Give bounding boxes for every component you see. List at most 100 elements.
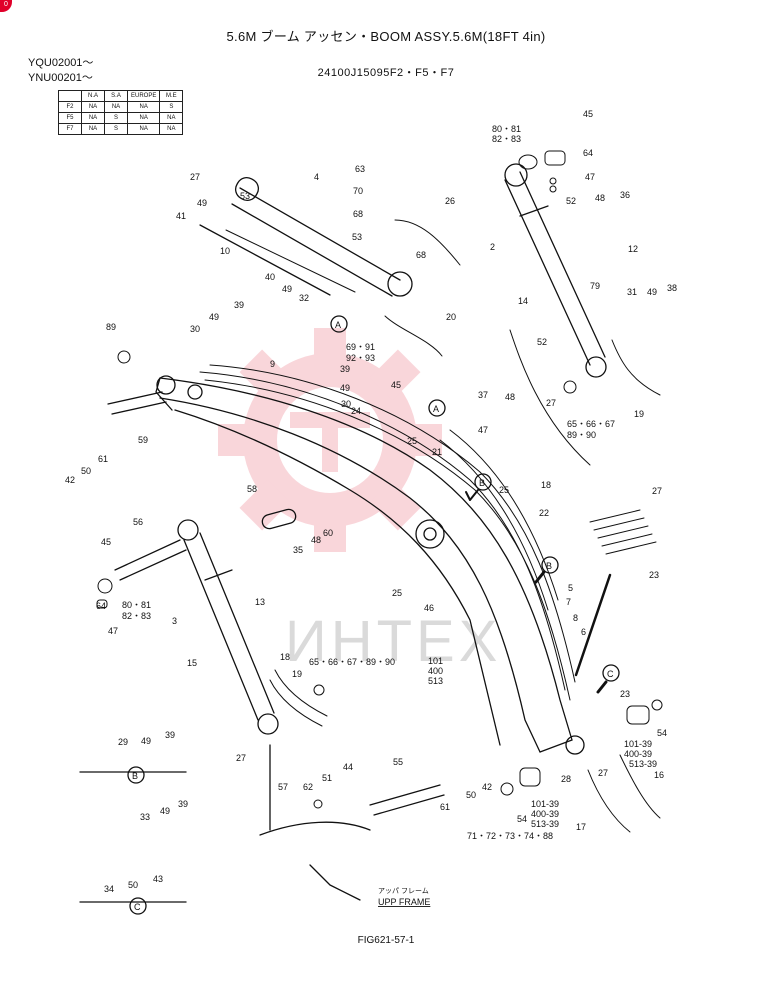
callout: 41: [176, 211, 186, 221]
callout: 13: [255, 597, 265, 607]
callout: 5: [568, 583, 573, 593]
ref-a-circle: [330, 315, 348, 333]
callout: 47: [585, 172, 595, 182]
callout: 513: [428, 676, 443, 686]
callout: 17: [576, 822, 586, 832]
callout: 54: [657, 728, 667, 738]
callout: 49: [160, 806, 170, 816]
callout: 4: [314, 172, 319, 182]
table-cell: NA: [159, 123, 184, 135]
callout: 54: [517, 814, 527, 824]
callout: 79: [590, 281, 600, 291]
detail-b-label: B: [132, 771, 138, 781]
callout: 61: [440, 802, 450, 812]
detail-b-circle: [127, 766, 145, 784]
callout: 30: [190, 324, 200, 334]
callout: 55: [393, 757, 403, 767]
fitting-cluster-23: [574, 509, 657, 677]
callout: 68: [416, 250, 426, 260]
figure-number: FIG621-57-1: [357, 935, 415, 946]
ref-a-label: A: [433, 404, 439, 414]
callout: 19: [292, 669, 302, 679]
callout: 42: [65, 475, 75, 485]
callout: 80・81: [492, 124, 521, 134]
callout: 82・83: [492, 134, 521, 144]
callout: 101-39: [624, 739, 652, 749]
callout: 27: [546, 398, 556, 408]
corner-badge: 0: [0, 0, 12, 12]
callout: 64: [583, 148, 593, 158]
callout: 21: [432, 447, 442, 457]
callout: 48: [595, 193, 605, 203]
callout: 46: [424, 603, 434, 613]
callout: 7: [566, 597, 571, 607]
callout: 71・72・73・74・88: [467, 831, 553, 841]
callout: 82・83: [122, 611, 151, 621]
callout: 513-39: [629, 759, 657, 769]
callout: 34: [104, 884, 114, 894]
callout: 47: [108, 626, 118, 636]
callout: 65・66・67・89・90: [309, 657, 395, 667]
boom-cylinder-3: [177, 519, 279, 735]
table-cell: NA: [81, 123, 105, 135]
upper-frame-label: UPP FRAME: [378, 897, 430, 907]
ref-c-label: C: [607, 669, 614, 679]
boom-cylinder-2: [504, 163, 607, 378]
callout: 24: [351, 406, 361, 416]
callout: 58: [247, 484, 257, 494]
reference-letters: A A B B C B C: [132, 320, 614, 912]
boom-hoses: [199, 364, 576, 701]
callout: 513-39: [531, 819, 559, 829]
callout: 39: [234, 300, 244, 310]
callout: 42: [482, 782, 492, 792]
small-parts: [96, 150, 663, 809]
callout: 59: [138, 435, 148, 445]
callout: 63: [355, 164, 365, 174]
callout: 39: [165, 730, 175, 740]
callout: 3: [172, 616, 177, 626]
detail-c-label: C: [134, 902, 141, 912]
callout: 23: [649, 570, 659, 580]
callout: 39: [340, 364, 350, 374]
callout: 45: [101, 537, 111, 547]
callout: 89: [106, 322, 116, 332]
callout: 27: [236, 753, 246, 763]
callout: 50: [128, 880, 138, 890]
callout: 44: [343, 762, 353, 772]
callout: 25: [392, 588, 402, 598]
callout: 23: [620, 689, 630, 699]
callout: 40: [265, 272, 275, 282]
callout: 64: [96, 601, 106, 611]
callout: 19: [634, 409, 644, 419]
callout: 25: [407, 436, 417, 446]
arm-cylinder-4: [199, 176, 413, 297]
callout: 62: [303, 782, 313, 792]
callout: 50: [81, 466, 91, 476]
callout: 35: [293, 545, 303, 555]
ref-b-label: B: [546, 561, 552, 571]
callout-labels: 45 80・81 82・83 64 47 48 36 52 12 2 27 4 …: [65, 109, 677, 894]
callout: 15: [187, 658, 197, 668]
ref-b-circle: [474, 473, 492, 491]
variant-table: N.A S.A EUROPE M.E F2 NA NA NA S F5 NA S…: [58, 90, 184, 135]
callout: 9: [270, 359, 275, 369]
callout: 70: [353, 186, 363, 196]
serial-range-1: YQU02001～: [28, 57, 94, 69]
callout: 12: [628, 244, 638, 254]
ref-b-circle: [541, 556, 559, 574]
part-number: 24100J15095F2・F5・F7: [317, 67, 455, 79]
callout: 18: [541, 480, 551, 490]
callout: 49: [647, 287, 657, 297]
callout: 45: [583, 109, 593, 119]
callout: 27: [652, 486, 662, 496]
callout: 61: [98, 454, 108, 464]
callout: 45: [391, 380, 401, 390]
callout: 48: [311, 535, 321, 545]
ref-a-circle: [428, 399, 446, 417]
callout: 39: [178, 799, 188, 809]
callout: 101: [428, 656, 443, 666]
diagram-title: 5.6M ブーム アッセン・BOOM ASSY.5.6M(18FT 4in): [226, 29, 546, 44]
callout: 49: [197, 198, 207, 208]
callout: 101-39: [531, 799, 559, 809]
